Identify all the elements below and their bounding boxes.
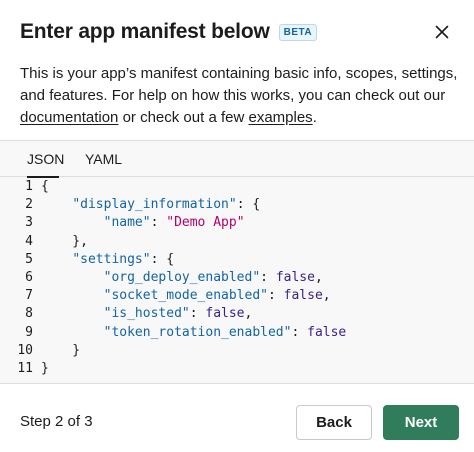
- line-number: 5: [25, 251, 33, 267]
- code-text: }: [41, 342, 81, 358]
- code-line: 11}: [0, 360, 474, 378]
- modal-description: This is your app’s manifest containing b…: [20, 63, 460, 129]
- code-text: {: [41, 179, 49, 194]
- line-number: 9: [25, 324, 33, 340]
- line-number: 11: [17, 360, 33, 376]
- code-line: 8 "is_hosted": false,: [0, 305, 474, 323]
- next-button[interactable]: Next: [383, 405, 459, 440]
- beta-badge: BETA: [278, 23, 318, 41]
- code-line: 9 "token_rotation_enabled": false: [0, 324, 474, 342]
- code-line: 6 "org_deploy_enabled": false,: [0, 269, 474, 287]
- manifest-editor: JSON YAML 1{2 "display_information": {3 …: [0, 140, 474, 384]
- code-text: "display_information": {: [72, 197, 261, 213]
- modal-header: Enter app manifest below BETA: [20, 18, 458, 46]
- line-number: 10: [17, 342, 33, 358]
- line-number: 3: [25, 215, 33, 231]
- modal-title: Enter app manifest below: [20, 20, 270, 43]
- code-text: "org_deploy_enabled": false,: [103, 269, 323, 285]
- code-text: },: [41, 233, 88, 249]
- code-line: 3 "name": "Demo App": [0, 214, 474, 232]
- line-number: 7: [25, 288, 33, 304]
- code-text: "is_hosted": false,: [103, 306, 253, 322]
- code-text: "settings": {: [72, 251, 175, 267]
- close-button[interactable]: [430, 20, 454, 44]
- code-text: "token_rotation_enabled": false: [103, 324, 347, 340]
- line-number: 8: [25, 306, 33, 322]
- code-line: 1{: [0, 178, 474, 196]
- format-tabs: JSON YAML: [0, 141, 474, 178]
- line-number: 6: [25, 269, 33, 285]
- code-line: 7 "socket_mode_enabled": false,: [0, 287, 474, 305]
- code-line: 2 "display_information": {: [0, 196, 474, 214]
- description-text-end: .: [312, 109, 317, 126]
- code-editor[interactable]: 1{2 "display_information": {3 "name": "D…: [0, 178, 474, 378]
- back-button[interactable]: Back: [296, 405, 372, 440]
- code-text: }: [41, 360, 49, 376]
- code-line: 4 },: [0, 233, 474, 251]
- code-text: "socket_mode_enabled": false,: [103, 288, 331, 304]
- close-icon: [435, 25, 449, 39]
- tab-json[interactable]: JSON: [27, 141, 64, 178]
- code-text: "name": "Demo App": [103, 215, 245, 231]
- step-indicator: Step 2 of 3: [20, 413, 93, 430]
- line-number: 4: [25, 233, 33, 249]
- documentation-link[interactable]: documentation: [20, 109, 119, 126]
- examples-link[interactable]: examples: [248, 109, 313, 126]
- description-text-middle: or check out a few: [118, 109, 249, 126]
- code-line: 10 }: [0, 342, 474, 360]
- description-text: This is your app’s manifest containing b…: [20, 65, 458, 104]
- line-number: 2: [25, 197, 33, 213]
- code-line: 5 "settings": {: [0, 251, 474, 269]
- tab-yaml[interactable]: YAML: [85, 151, 123, 167]
- line-number: 1: [25, 179, 33, 194]
